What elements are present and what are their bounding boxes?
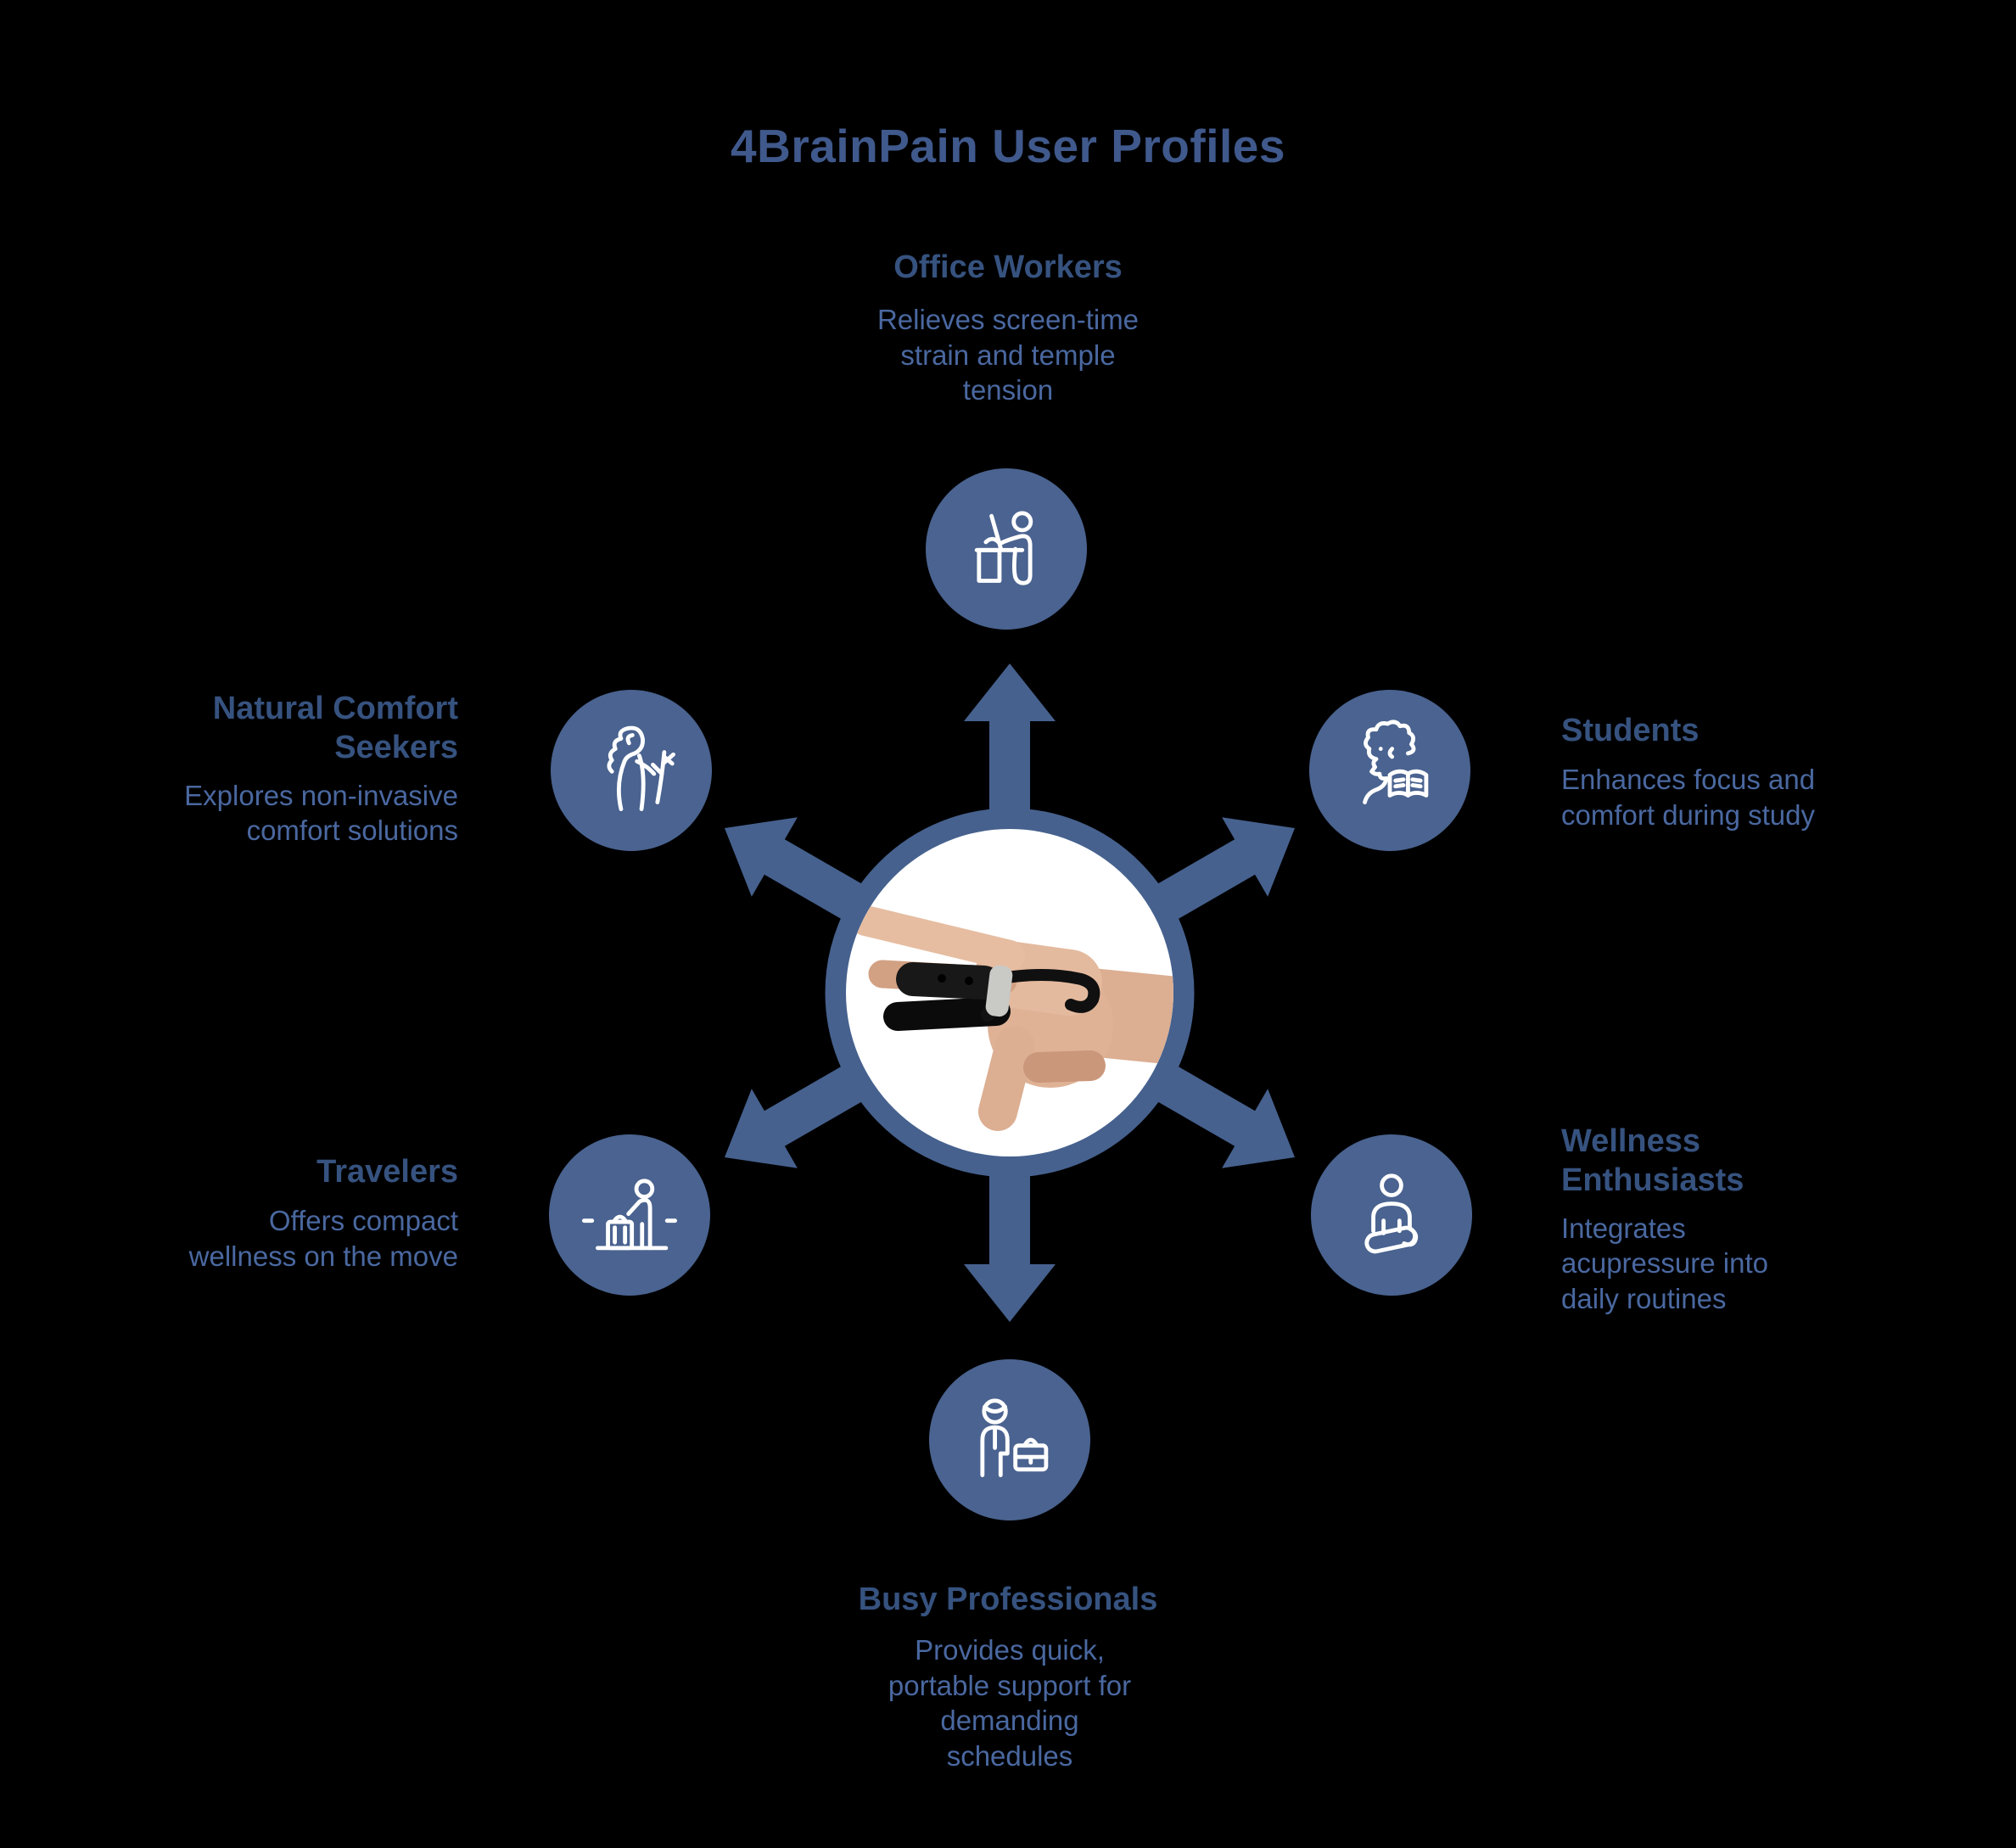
profile-text-natural-comfort-seekers: Natural Comfort Seekers Explores non-inv… <box>161 689 458 848</box>
profile-description-wellness-enthusiasts: Integrates acupressure into daily routin… <box>1561 1212 1768 1314</box>
profile-label-wellness-enthusiasts: Wellness Enthusiasts <box>1561 1123 1744 1199</box>
arrow-down <box>964 1156 1056 1322</box>
profile-label-natural-comfort-seekers: Natural Comfort Seekers <box>212 691 458 766</box>
node-natural-comfort-seekers <box>551 690 712 851</box>
profile-description-office-workers: Relieves screen-time strain and temple t… <box>876 304 1140 406</box>
profile-text-wellness-enthusiasts: Wellness Enthusiasts Integrates acupress… <box>1561 1122 1867 1316</box>
profile-label-office-workers: Office Workers <box>893 249 1123 285</box>
profile-description-busy-professionals: Provides quick, portable support for dem… <box>888 1634 1132 1772</box>
node-busy-professionals <box>929 1359 1090 1520</box>
profile-label-travelers: Travelers <box>316 1154 458 1190</box>
meditation-icon <box>1364 1173 1419 1254</box>
student-reading-icon <box>1363 720 1429 804</box>
acupressure-clip-device <box>883 962 1100 1031</box>
profile-label-students: Students <box>1561 713 1700 748</box>
person-with-branch-icon <box>607 725 675 811</box>
hub-diagram <box>724 664 1296 1322</box>
office-worker-desk-icon <box>974 511 1033 585</box>
profile-description-natural-comfort-seekers: Explores non-invasive comfort solutions <box>184 779 458 847</box>
node-students <box>1309 690 1470 851</box>
hub-ring <box>825 808 1195 1178</box>
hand-with-device-photo <box>850 905 1173 1131</box>
traveler-luggage-icon <box>581 1179 678 1251</box>
arrow-up <box>964 664 1056 830</box>
profile-label-busy-professionals: Busy Professionals <box>858 1582 1158 1617</box>
professional-briefcase-icon <box>980 1398 1049 1477</box>
node-office-workers <box>926 468 1087 630</box>
page-title: 4BrainPain User Profiles <box>731 120 1285 172</box>
node-travelers <box>549 1134 710 1296</box>
profile-description-travelers: Offers compact wellness on the move <box>188 1205 458 1272</box>
profile-text-travelers: Travelers Offers compact wellness on the… <box>187 1152 458 1274</box>
profile-text-students: Students Enhances focus and comfort duri… <box>1561 711 1901 833</box>
node-wellness-enthusiasts <box>1311 1134 1472 1296</box>
profile-description-students: Enhances focus and comfort during study <box>1561 764 1816 831</box>
